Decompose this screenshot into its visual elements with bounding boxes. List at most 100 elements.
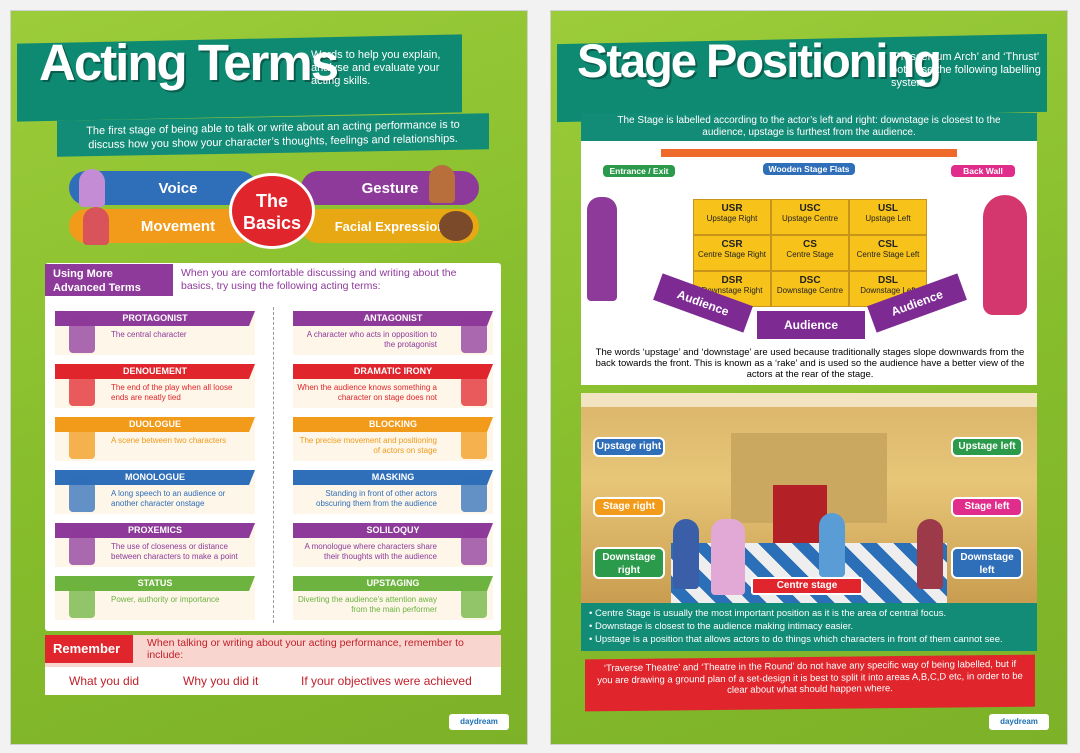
bullet-item: • Downstage is closest to the audience m…: [589, 621, 854, 632]
remember-item: What you did: [69, 674, 140, 688]
stage-cell-label: Centre Stage Left: [856, 250, 920, 259]
advanced-text: When you are comfortable discussing and …: [181, 267, 457, 292]
stage-left-tag: Stage left: [951, 497, 1023, 517]
term-description: The precise movement and positioning of …: [299, 436, 437, 455]
centre-stage-tag: Centre stage: [751, 577, 863, 595]
actress-right-figure: [983, 195, 1027, 315]
term-name: DUOLOGUE: [55, 417, 255, 432]
voice-character-figure: [79, 169, 105, 207]
stage-cell-code: CSR: [721, 239, 743, 250]
stage-cell-code: CS: [803, 239, 817, 250]
term-description: A character who acts in opposition to th…: [306, 330, 437, 349]
stage-cell-code: USC: [799, 203, 821, 214]
bullet-item: • Centre Stage is usually the most impor…: [589, 608, 947, 619]
term-description: When the audience knows something a char…: [297, 383, 437, 402]
stage-cell-code: DSL: [878, 275, 898, 286]
red-curtain: [773, 485, 827, 543]
term-description: A long speech to an audience or another …: [111, 489, 226, 508]
daydream-logo: daydream: [449, 714, 509, 730]
term-description: The use of closeness or distance between…: [111, 542, 238, 561]
stage-right-tag: Stage right: [593, 497, 665, 517]
remember-label: Remember: [45, 635, 133, 663]
term-name: DRAMATIC IRONY: [293, 364, 493, 379]
term-character-figure: [69, 580, 95, 618]
stage-intro: The Stage is labelled according to the a…: [581, 113, 1037, 141]
upstage-left-tag: Upstage left: [951, 437, 1023, 457]
term-name: UPSTAGING: [293, 576, 493, 591]
term-character-figure: [461, 421, 487, 459]
stage-cell-label: Centre Stage Right: [697, 250, 767, 259]
term-name: MASKING: [293, 470, 493, 485]
facial-expression-face: [439, 211, 473, 241]
daydream-logo: daydream: [989, 714, 1049, 730]
bullets-box: • Centre Stage is usually the most impor…: [581, 603, 1037, 651]
theatre-scene: [581, 393, 1037, 609]
stage-cell-code: CSL: [878, 239, 898, 250]
upstage-right-tag: Upstage right: [593, 437, 665, 457]
term-character-figure: [461, 368, 487, 406]
entrance-exit-tag: Entrance / Exit: [601, 163, 677, 179]
stage-cell-label: Downstage Right: [701, 286, 763, 295]
term-description: The end of the play when all loose ends …: [111, 383, 233, 402]
advanced-heading: Using More Advanced Terms: [45, 264, 173, 296]
term-name: BLOCKING: [293, 417, 493, 432]
term-character-figure: [461, 580, 487, 618]
term-character-figure: [461, 315, 487, 353]
term-character-figure: [69, 315, 95, 353]
page-title: Acting Terms: [39, 34, 339, 91]
remember-item: Why you did it: [183, 674, 259, 688]
term-character-figure: [461, 527, 487, 565]
stage-cell-label: Downstage Left: [860, 286, 916, 295]
page-subtitle: ‘Proscenium Arch’ and ‘Thrust’ both use …: [891, 51, 1041, 89]
column-divider: [273, 307, 274, 623]
stage-cell-label: Upstage Left: [865, 214, 911, 223]
back-wall-bar: [661, 149, 957, 157]
term-character-figure: [69, 474, 95, 512]
term-description: The central character: [111, 330, 187, 339]
stage-cell-label: Upstage Right: [706, 214, 758, 223]
gesture-character-figure: [429, 165, 455, 203]
remember-item: If your objectives were achieved: [301, 674, 472, 688]
back-wall-tag: Back Wall: [949, 163, 1017, 179]
stage-cell-label: Centre Stage: [786, 250, 834, 259]
term-name: PROXEMICS: [55, 523, 255, 538]
poster-stage-positioning: Stage Positioning ‘Proscenium Arch’ and …: [550, 10, 1068, 745]
stage-cell-label: Downstage Centre: [776, 286, 844, 295]
bullet-item: • Upstage is a position that allows acto…: [589, 634, 1003, 645]
movement-character-figure: [83, 207, 109, 245]
term-name: DENOUEMENT: [55, 364, 255, 379]
term-name: MONOLOGUE: [55, 470, 255, 485]
term-description: Standing in front of other actors obscur…: [316, 489, 437, 508]
term-description: Power, authority or importance: [111, 595, 220, 604]
term-name: ANTAGONIST: [293, 311, 493, 326]
remember-items-bar: [45, 667, 501, 695]
rake-text: The words ‘upstage’ and ‘downstage’ are …: [595, 347, 1025, 380]
footer-box: ‘Traverse Theatre’ and ‘Theatre in the R…: [585, 654, 1035, 712]
wooden-stage-flats-tag: Wooden Stage Flats: [761, 161, 857, 177]
term-character-figure: [461, 474, 487, 512]
term-name: PROTAGONIST: [55, 311, 255, 326]
stage-cell-code: USL: [878, 203, 898, 214]
term-name: STATUS: [55, 576, 255, 591]
remember-text: When talking or writing about your actin…: [147, 637, 464, 661]
intro-text: The first stage of being able to talk or…: [86, 118, 460, 152]
term-name: SOLILOQUY: [293, 523, 493, 538]
term-description: A scene between two characters: [111, 436, 227, 445]
term-description: Diverting the audience’s attention away …: [297, 595, 437, 614]
stage-cell-code: USR: [721, 203, 743, 214]
actor-left-figure: [587, 197, 617, 301]
downstage-right-tag: Downstage right: [593, 547, 665, 579]
page-subtitle: Words to help you explain, analyse and e…: [311, 49, 441, 87]
page-title: Stage Positioning: [577, 34, 942, 87]
term-character-figure: [69, 421, 95, 459]
basics-circle: The Basics: [229, 173, 315, 249]
intro-box: The first stage of being able to talk or…: [57, 113, 489, 157]
downstage-left-tag: Downstage left: [951, 547, 1023, 579]
